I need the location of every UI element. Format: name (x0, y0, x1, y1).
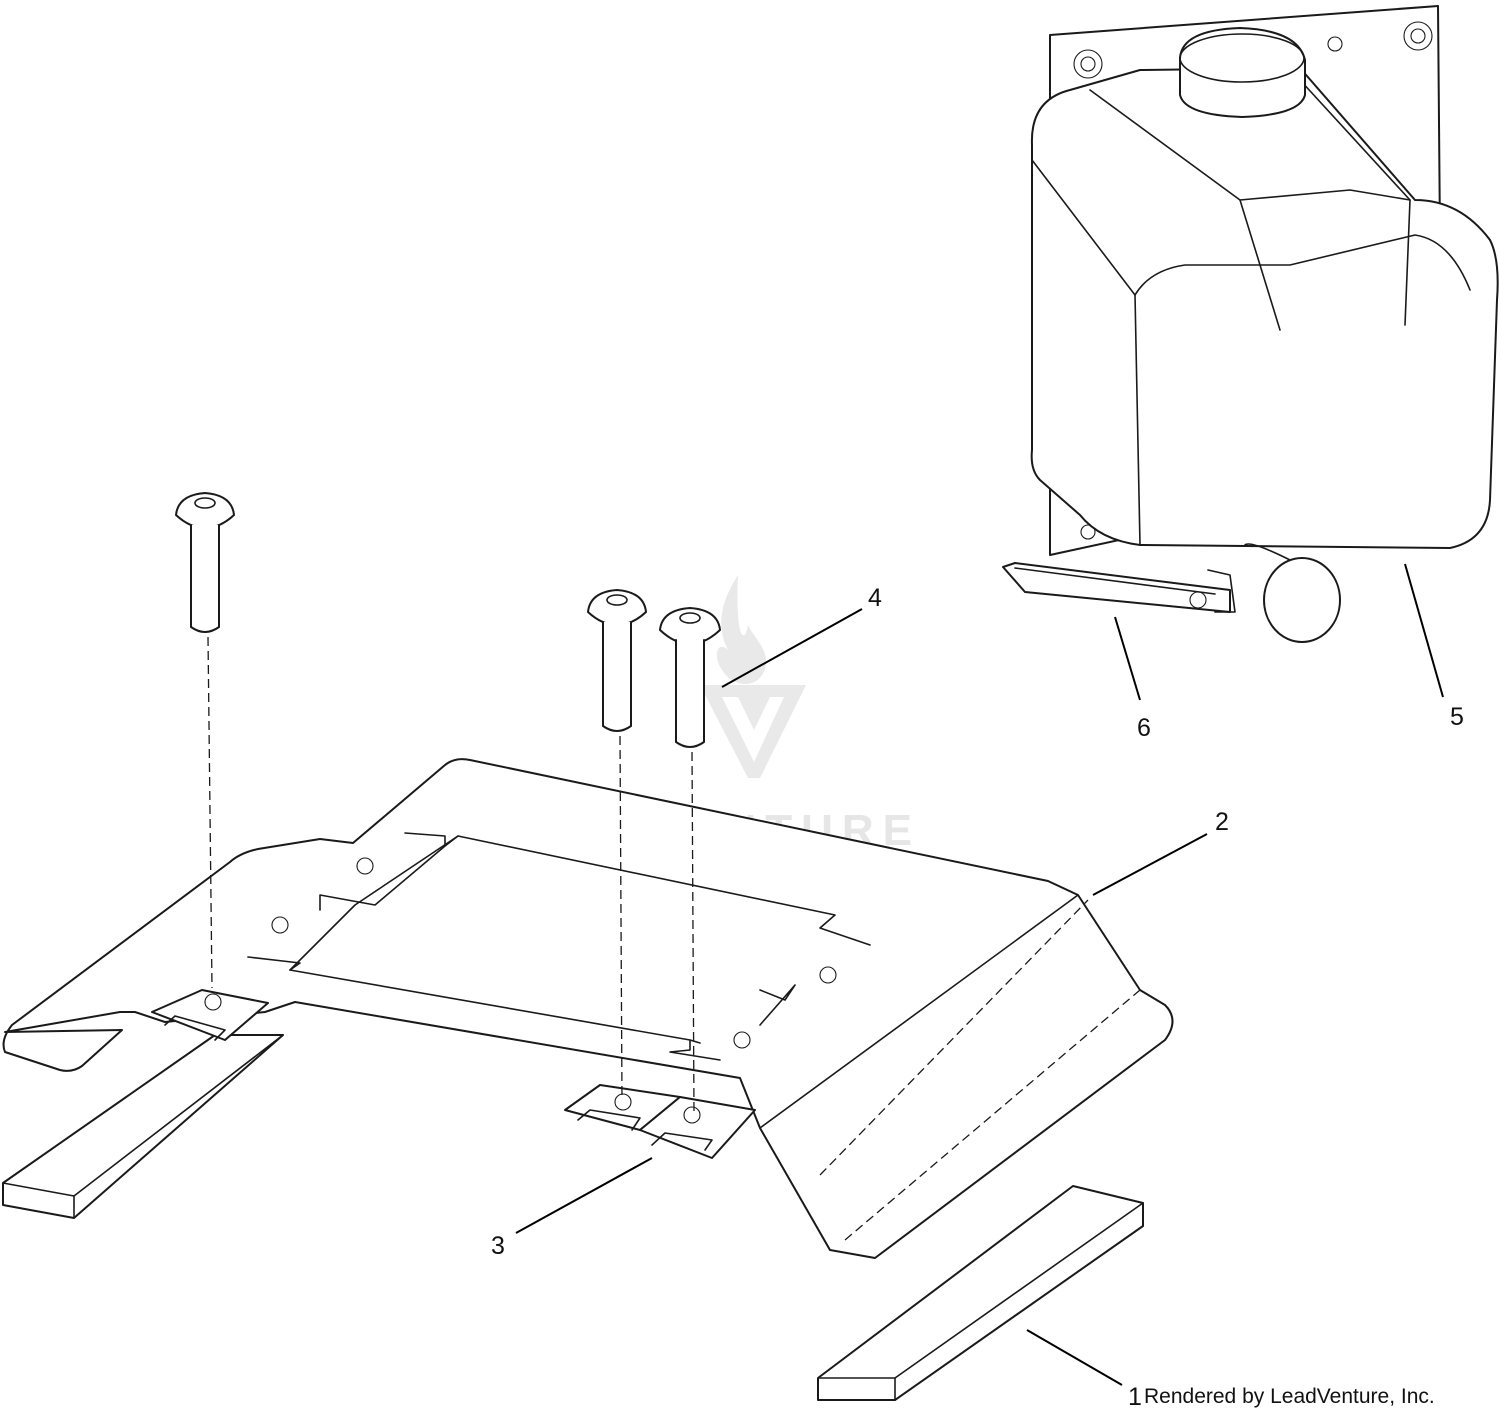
part-1-foam-strip-left (2, 1034, 284, 1219)
leader-6 (1114, 616, 1141, 701)
credit-text: Rendered by LeadVenture, Inc. (1144, 1385, 1435, 1408)
part-1-foam-strip-right (817, 1185, 1144, 1401)
leader-3 (515, 1157, 653, 1234)
part-3-clip-left (151, 989, 269, 1041)
part-4-screw-left (175, 492, 235, 989)
part-3-clip-right (639, 1096, 756, 1159)
part-6-clamp (1002, 562, 1236, 613)
leader-4 (721, 608, 863, 688)
callout-6: 6 (1137, 714, 1151, 742)
part-2-mounting-plate (2, 758, 1174, 1259)
callout-2: 2 (1215, 808, 1229, 836)
callout-1: 1 (1128, 1383, 1142, 1411)
part-4-screw-mid (587, 589, 647, 1101)
callout-5: 5 (1450, 703, 1464, 731)
part-5-reservoir-tank (1030, 5, 1499, 643)
callout-3: 3 (491, 1232, 505, 1260)
callout-4: 4 (868, 584, 882, 612)
part-4-screw-right (659, 607, 721, 1114)
leader-5 (1404, 563, 1444, 698)
leader-2 (1092, 833, 1208, 896)
leader-1 (1026, 1329, 1123, 1386)
